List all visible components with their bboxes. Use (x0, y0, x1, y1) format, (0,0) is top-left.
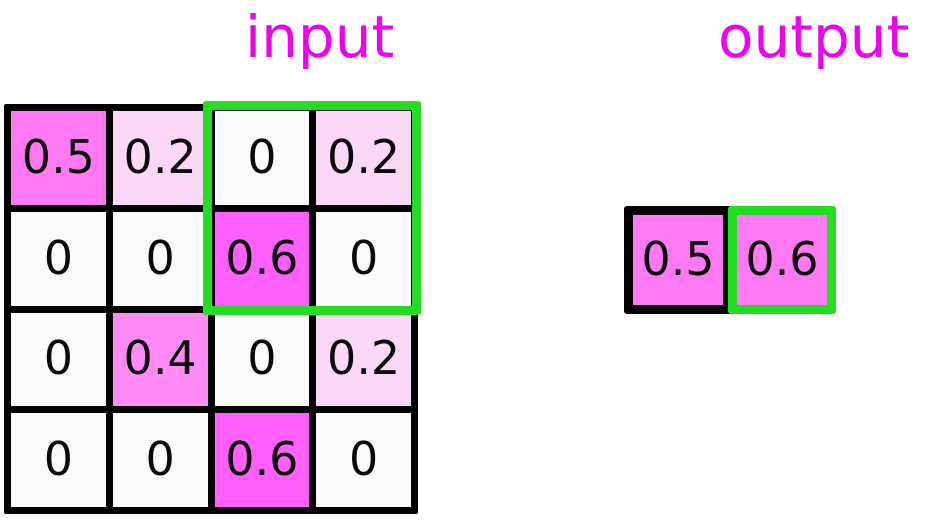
output-matrix: 0.5 0.6 (624, 206, 836, 314)
output-cell: 0.5 (624, 206, 732, 314)
input-cell: 0 (316, 211, 411, 306)
input-cell: 0.2 (112, 111, 208, 205)
input-cell-value: 0 (247, 331, 277, 386)
input-cell-value: 0 (145, 230, 175, 285)
input-cell: 0.6 (214, 413, 310, 507)
input-cell: 0 (214, 312, 310, 407)
output-cell-value: 0.6 (745, 232, 819, 286)
input-cell-value: 0 (247, 129, 277, 184)
input-cell: 0.4 (112, 312, 208, 407)
input-cell-value: 0 (348, 432, 379, 487)
input-cell-value: 0 (43, 331, 74, 386)
output-cell-value: 0.5 (641, 232, 715, 286)
input-cell-value: 0 (348, 230, 379, 285)
input-cell: 0.2 (316, 312, 411, 407)
output-label: output (718, 3, 910, 71)
output-cell-highlighted: 0.6 (728, 206, 836, 314)
input-cell: 0 (112, 211, 208, 306)
input-cell-value: 0.4 (123, 331, 197, 386)
input-cell-value: 0.2 (327, 129, 401, 184)
input-cell: 0 (11, 413, 106, 507)
input-cell: 0.6 (214, 211, 310, 306)
input-cell: 0 (214, 111, 310, 205)
input-cell-value: 0.5 (21, 129, 95, 184)
input-cell: 0.2 (316, 111, 411, 205)
input-cell: 0 (11, 211, 106, 306)
input-cell: 0 (112, 413, 208, 507)
input-matrix: 0.5 0.2 0 0.2 0 0 0.6 0 0 0.4 0 0.2 0 0 0.6 0 (4, 104, 418, 514)
input-cell: 0 (11, 312, 106, 407)
input-cell-value: 0.6 (225, 230, 299, 285)
input-cell-value: 0 (43, 230, 74, 285)
input-label: input (245, 3, 395, 71)
input-cell: 0.5 (11, 111, 106, 205)
input-cell: 0 (316, 413, 411, 507)
input-cell-value: 0.2 (327, 331, 401, 386)
input-cell-value: 0.2 (123, 129, 197, 184)
input-cell-value: 0 (145, 432, 175, 487)
input-cell-value: 0.6 (225, 432, 299, 487)
input-cell-value: 0 (43, 432, 74, 487)
